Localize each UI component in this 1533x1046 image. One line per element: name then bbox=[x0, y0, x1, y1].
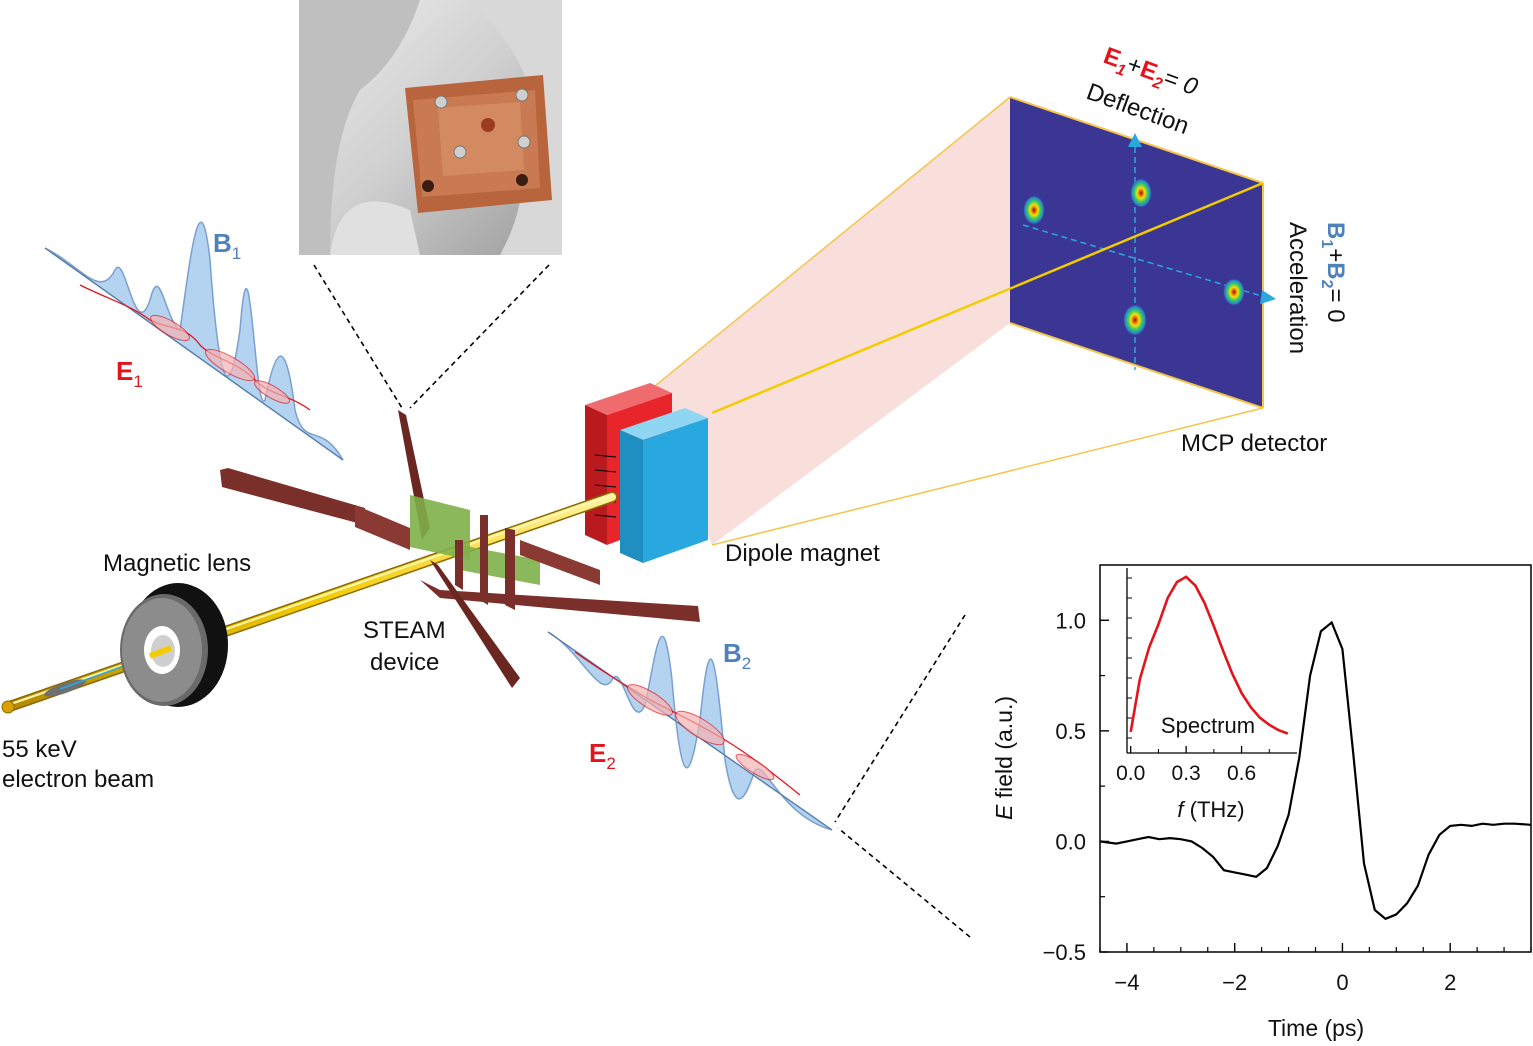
spectrum-title: Spectrum bbox=[1161, 713, 1255, 738]
spot-left bbox=[1023, 195, 1045, 225]
thz-pulse-1 bbox=[44, 221, 344, 461]
photo-leader-right bbox=[409, 264, 550, 409]
label-b1: B1 bbox=[213, 228, 241, 263]
efield-xtick-label: −4 bbox=[1114, 970, 1139, 995]
spot-top bbox=[1130, 178, 1152, 208]
label-magnetic-lens: Magnetic lens bbox=[103, 550, 251, 577]
label-beam-name: electron beam bbox=[2, 766, 154, 793]
device-photo bbox=[299, 0, 562, 255]
spectrum-xlabel: f (THz) bbox=[1177, 797, 1244, 822]
chart-leader-bottom bbox=[837, 827, 971, 938]
efield-series-line bbox=[1099, 620, 1532, 921]
efield-xlabel: Time (ps) bbox=[1268, 1015, 1364, 1041]
efield-chart: −4 −2 0 2 −0.5 0.0 0.5 1.0 Time (ps) E field (a… bbox=[991, 564, 1532, 1041]
spectrum-inset: 0.0 0.3 0.6 Spectrum f (THz) bbox=[1116, 568, 1297, 822]
spot-bottom bbox=[1123, 304, 1147, 336]
efield-ytick-label: 0.5 bbox=[1055, 719, 1086, 744]
equation-b-sum: B1+B2= 0 bbox=[1318, 222, 1349, 323]
efield-ytick-label: −0.5 bbox=[1043, 940, 1086, 965]
label-steam-device: device bbox=[370, 649, 439, 676]
efield-ylabel: E field (a.u.) bbox=[991, 696, 1017, 820]
spectrum-xtick-label: 0.6 bbox=[1227, 762, 1256, 785]
dipole-magnet bbox=[585, 383, 708, 563]
spectrum-xtick-label: 0.3 bbox=[1172, 762, 1201, 785]
efield-xtick-label: 0 bbox=[1336, 970, 1348, 995]
label-dipole-magnet: Dipole magnet bbox=[725, 540, 880, 567]
chart-leader-top bbox=[834, 614, 966, 823]
thz-pulse-2 bbox=[547, 631, 833, 831]
magnetic-lens bbox=[120, 583, 228, 707]
spectrum-xtick-label: 0.0 bbox=[1116, 762, 1145, 785]
label-mcp-detector: MCP detector bbox=[1181, 430, 1327, 457]
photo-leader-left bbox=[313, 264, 403, 409]
spot-right bbox=[1223, 278, 1245, 306]
steam-device bbox=[220, 410, 700, 688]
spectrum-series-line bbox=[1129, 575, 1289, 735]
efield-plot-frame bbox=[1099, 564, 1532, 953]
efield-ytick-label: 0.0 bbox=[1055, 829, 1086, 854]
efield-ytick-label: 1.0 bbox=[1055, 608, 1086, 633]
label-steam: STEAM bbox=[363, 617, 446, 644]
label-b2: B2 bbox=[723, 638, 751, 673]
label-e2: E2 bbox=[589, 738, 616, 773]
label-e1: E1 bbox=[116, 356, 143, 391]
label-beam-energy: 55 keV bbox=[2, 736, 77, 763]
label-acceleration: Acceleration bbox=[1284, 222, 1311, 354]
mcp-detector-screen bbox=[711, 96, 1276, 415]
efield-xtick-label: −2 bbox=[1222, 970, 1247, 995]
efield-xtick-label: 2 bbox=[1444, 970, 1456, 995]
